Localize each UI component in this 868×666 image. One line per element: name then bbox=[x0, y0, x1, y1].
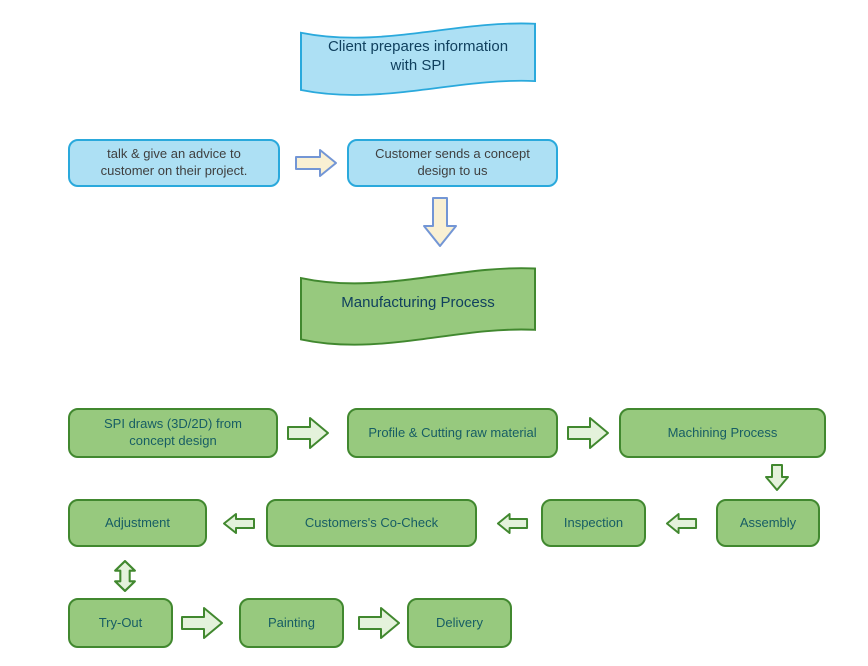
node-profile-cutting: Profile & Cutting raw material bbox=[347, 408, 558, 458]
node-spi-draws: SPI draws (3D/2D) from concept design bbox=[68, 408, 278, 458]
arrow-left-icon bbox=[496, 511, 529, 536]
wave-shape bbox=[300, 267, 536, 346]
arrow-left-icon bbox=[222, 511, 256, 536]
node-painting: Painting bbox=[239, 598, 344, 648]
node-machining-process: Machining Process bbox=[619, 408, 826, 458]
banner-client-prepares: Client prepares information with SPI bbox=[297, 13, 539, 99]
banner-manufacturing-process: Manufacturing Process bbox=[297, 257, 539, 349]
node-assembly: Assembly bbox=[716, 499, 820, 547]
node-try-out: Try-Out bbox=[68, 598, 173, 648]
arrow-right-icon bbox=[180, 606, 224, 640]
node-adjustment: Adjustment bbox=[68, 499, 207, 547]
node-delivery: Delivery bbox=[407, 598, 512, 648]
arrow-right-icon bbox=[566, 416, 610, 450]
banner-client-label: Client prepares information with SPI bbox=[327, 37, 509, 75]
arrow-up-down-icon bbox=[112, 560, 138, 592]
arrow-down-icon bbox=[764, 463, 790, 492]
node-customers-co-check: Customers's Co-Check bbox=[266, 499, 477, 547]
banner-manufacturing-label: Manufacturing Process bbox=[341, 294, 495, 312]
arrow-left-icon bbox=[665, 511, 698, 536]
arrow-right-icon bbox=[286, 416, 330, 450]
wave-shape bbox=[300, 22, 536, 96]
arrow-right-icon bbox=[357, 606, 401, 640]
arrow-right-icon bbox=[294, 147, 338, 179]
node-inspection: Inspection bbox=[541, 499, 646, 547]
node-advice: talk & give an advice to customer on the… bbox=[68, 139, 280, 187]
node-concept-design: Customer sends a concept design to us bbox=[347, 139, 558, 187]
arrow-down-icon bbox=[421, 196, 459, 248]
